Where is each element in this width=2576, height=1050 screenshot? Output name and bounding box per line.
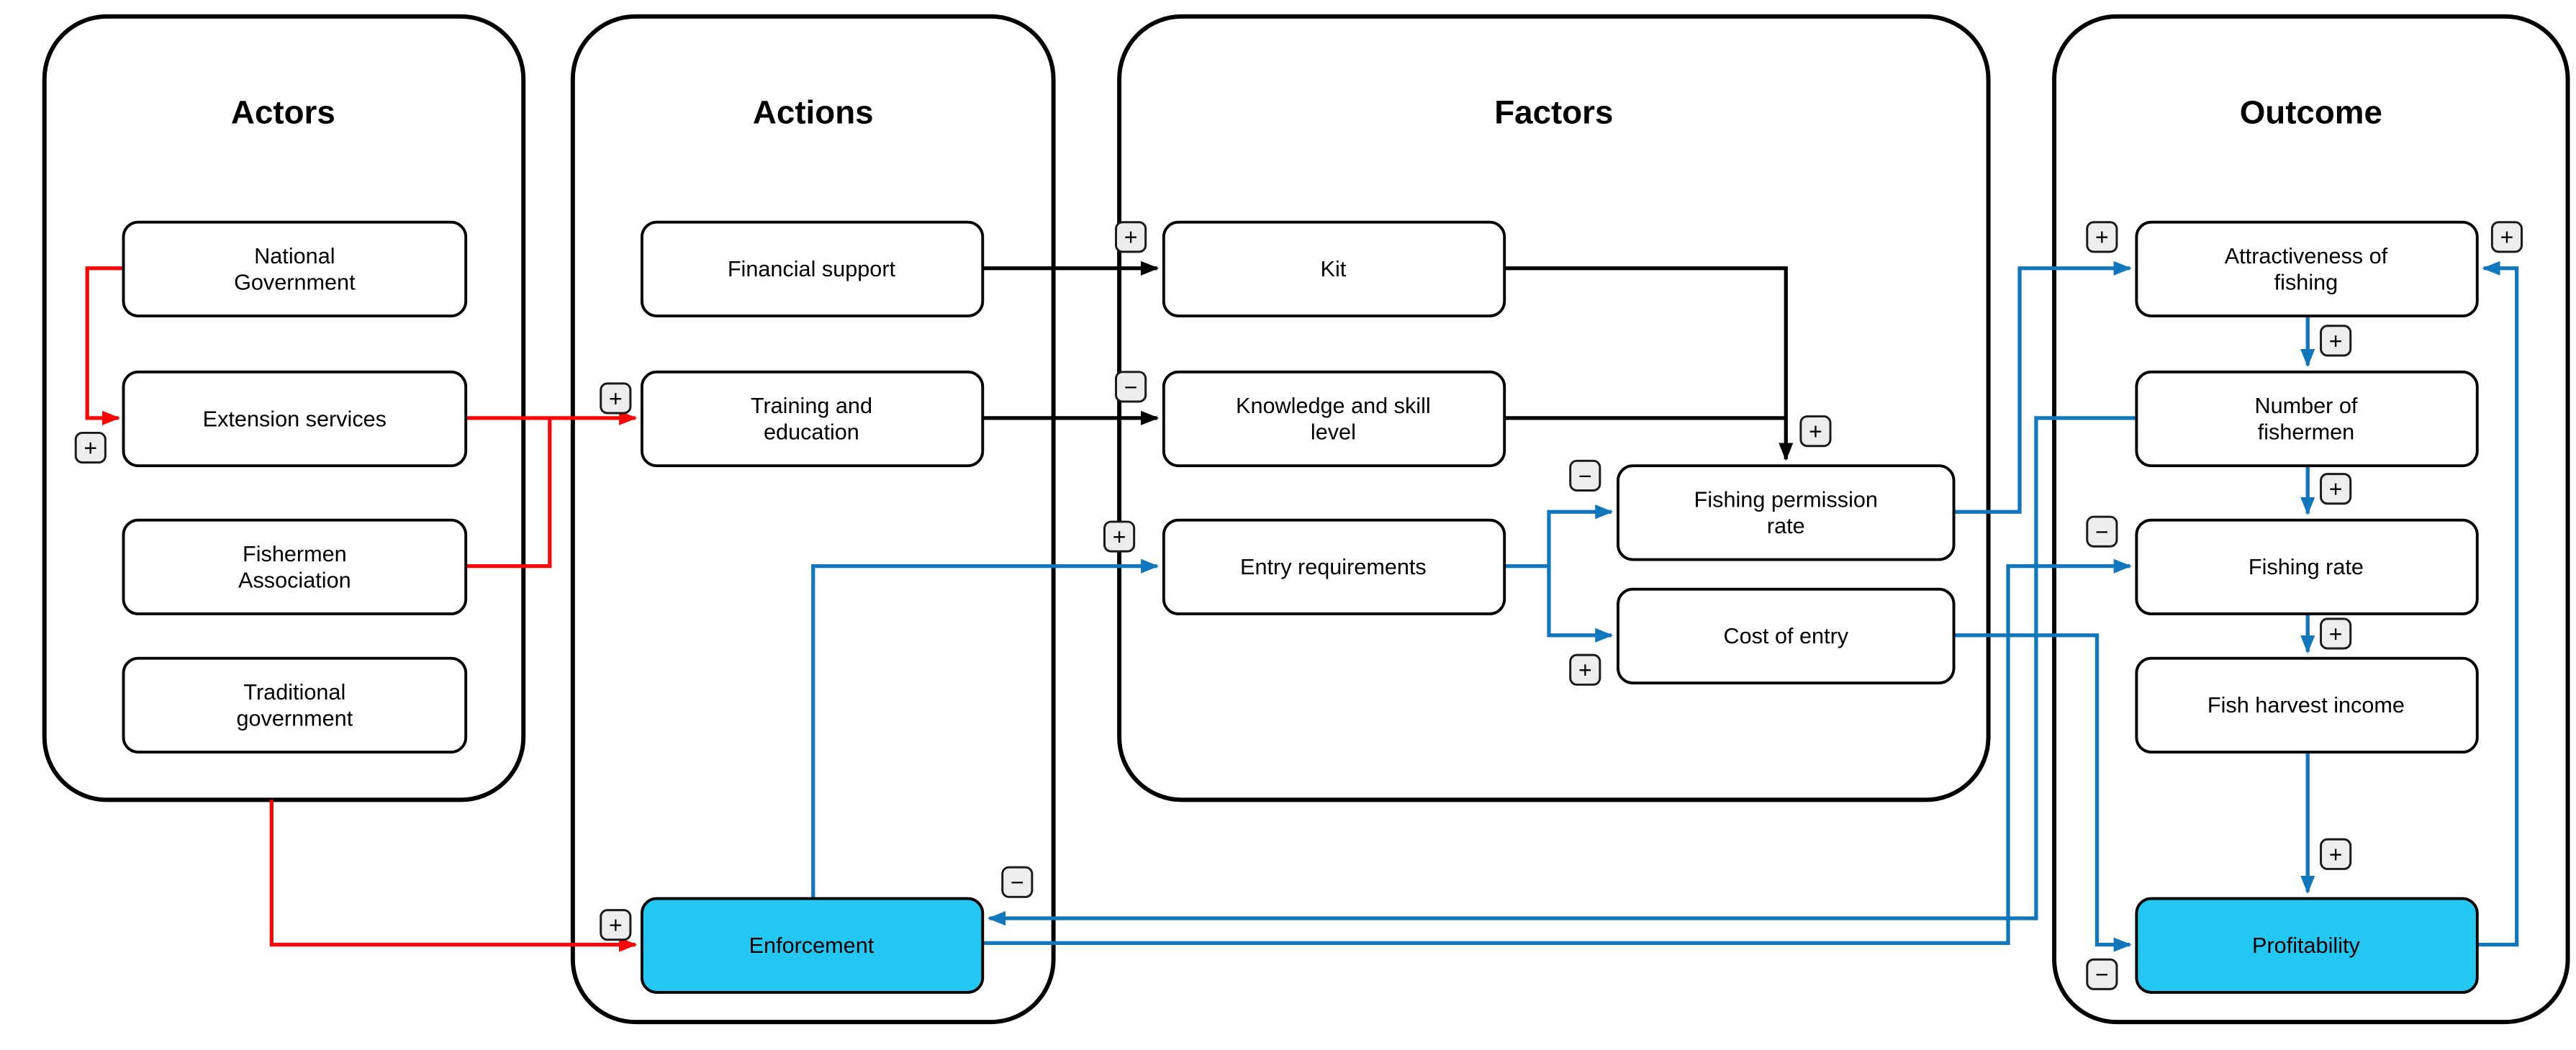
- badge-fishing-rate-left-minus: −: [2086, 515, 2118, 548]
- svg-text:Kit: Kit: [1321, 257, 1347, 281]
- badge-attractiveness-number-plus: +: [2320, 325, 2352, 357]
- edge-enforcement-to-entry-requirements: [811, 558, 1160, 899]
- svg-text:Entry requirements: Entry requirements: [1240, 555, 1427, 579]
- actors-container: [42, 14, 526, 802]
- svg-text:+: +: [609, 386, 623, 412]
- badge-fishing-permission-top-plus: +: [1799, 415, 1832, 448]
- svg-text:+: +: [1113, 524, 1126, 550]
- edge-cost-of-entry-to-profitability: [1953, 633, 2132, 952]
- actions-container: [570, 14, 1056, 1025]
- node-kit: Kit: [1162, 220, 1506, 318]
- edge-actors-to-enforcement: [269, 800, 638, 952]
- actors-title: Actors: [231, 94, 335, 131]
- node-fish-harvest-income: Fish harvest income: [2135, 656, 2479, 754]
- badge-fishing-rate-harvest-plus: +: [2320, 617, 2352, 650]
- node-fishing-rate: Fishing rate: [2135, 518, 2479, 615]
- factors-container: [1117, 14, 1991, 802]
- svg-text:Enforcement: Enforcement: [749, 933, 875, 958]
- edge-enforcement-to-fishing-rate: [982, 558, 2132, 945]
- svg-text:+: +: [2095, 225, 2109, 250]
- svg-text:+: +: [2500, 225, 2514, 250]
- svg-text:+: +: [2329, 328, 2343, 354]
- node-extension-services: Extension services: [122, 370, 468, 468]
- edge-national-government-to-extension-services: [85, 266, 124, 425]
- node-entry-requirements: Entry requirements: [1162, 518, 1506, 615]
- edge-entry-requirements-to-fishing-permission-rate: [1504, 504, 1614, 569]
- svg-text:Extension services: Extension services: [203, 407, 387, 431]
- svg-text:+: +: [2329, 476, 2343, 502]
- badge-attractiveness-left-plus: +: [2086, 221, 2118, 253]
- edge-fishing-permission-rate-to-attractiveness: [1953, 261, 2132, 514]
- badge-attractiveness-right-plus: +: [2490, 221, 2523, 253]
- badge-number-fishing-rate-plus: +: [2320, 473, 2352, 505]
- svg-text:+: +: [1124, 225, 1138, 250]
- badge-enforcement-plus: +: [600, 909, 632, 941]
- svg-text:Profitability: Profitability: [2252, 933, 2360, 958]
- badge-training-plus: +: [600, 382, 632, 415]
- edge-profitability-to-attractiveness: [2477, 261, 2519, 947]
- svg-text:−: −: [1578, 463, 1592, 489]
- outcome-container: [2052, 14, 2570, 1025]
- badge-extension-plus: +: [74, 431, 107, 464]
- svg-text:−: −: [1124, 374, 1138, 400]
- badge-kit-plus: +: [1115, 221, 1147, 253]
- svg-text:+: +: [2329, 841, 2343, 867]
- edge-entry-requirements-to-cost-of-entry: [1547, 566, 1614, 643]
- badge-cost-of-entry-plus: +: [1569, 653, 1601, 686]
- actions-title: Actions: [753, 94, 874, 131]
- edge-number-of-fishermen-to-enforcement: [987, 416, 2137, 926]
- svg-text:−: −: [2095, 961, 2109, 987]
- node-cost-of-entry: Cost of entry: [1617, 587, 1956, 684]
- badge-profitability-left-minus: −: [2086, 958, 2118, 990]
- svg-text:Financial support: Financial support: [728, 257, 896, 281]
- outcome-title: Outcome: [2240, 94, 2382, 131]
- svg-text:+: +: [609, 913, 623, 938]
- badge-entry-requirements-plus: +: [1103, 520, 1136, 553]
- node-financial-support: Financial support: [640, 220, 985, 318]
- svg-text:+: +: [2329, 621, 2343, 647]
- node-enforcement: Enforcement: [640, 897, 985, 994]
- svg-text:Fishing rate: Fishing rate: [2249, 555, 2364, 579]
- badge-knowledge-minus: −: [1115, 371, 1147, 403]
- badge-enforcement-minus: −: [1001, 866, 1034, 898]
- edge-kit-to-fishing-permission-rate: [1504, 266, 1794, 461]
- badge-harvest-profitability-plus: +: [2320, 838, 2352, 870]
- svg-text:+: +: [1578, 657, 1592, 683]
- svg-text:−: −: [1011, 869, 1024, 895]
- node-profitability: Profitability: [2135, 897, 2479, 994]
- svg-text:+: +: [1809, 419, 1822, 445]
- svg-text:Fish harvest income: Fish harvest income: [2207, 693, 2405, 718]
- svg-text:Cost of entry: Cost of entry: [1723, 624, 1848, 648]
- svg-text:+: +: [83, 435, 97, 461]
- svg-text:−: −: [2095, 519, 2109, 545]
- edge-fishermen-association-join: [466, 420, 552, 569]
- badge-fishing-permission-minus: −: [1569, 459, 1601, 492]
- factors-title: Factors: [1494, 94, 1613, 131]
